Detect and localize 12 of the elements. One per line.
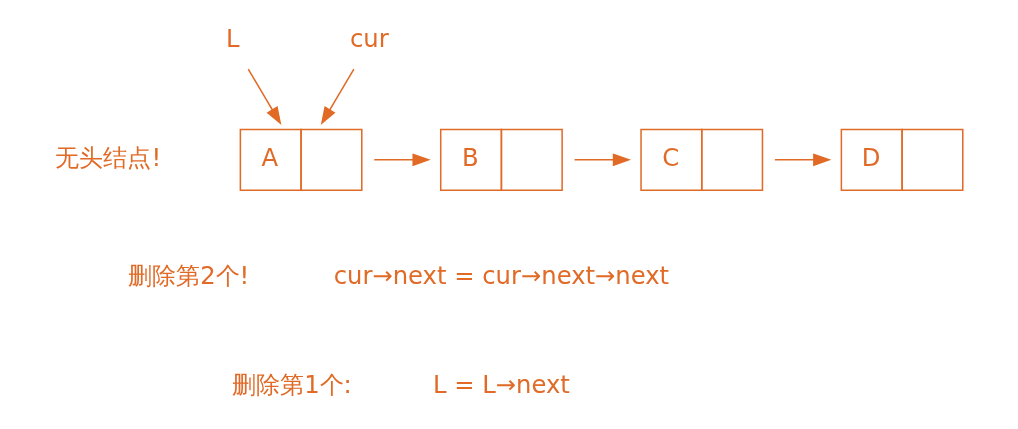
arrow bbox=[774, 153, 832, 167]
label: 删除第2个! bbox=[128, 261, 250, 291]
label: cur→next = cur→next→next bbox=[333, 261, 670, 291]
arrow bbox=[320, 68, 355, 126]
label: 无头结点! bbox=[55, 142, 162, 172]
arrow bbox=[373, 153, 431, 167]
arrow bbox=[247, 68, 282, 126]
node-text: L bbox=[226, 24, 240, 54]
label: L = L→next bbox=[432, 370, 570, 400]
arrow bbox=[573, 153, 632, 167]
label: 删除第1个: bbox=[232, 370, 352, 400]
node-text: cur bbox=[350, 24, 389, 54]
